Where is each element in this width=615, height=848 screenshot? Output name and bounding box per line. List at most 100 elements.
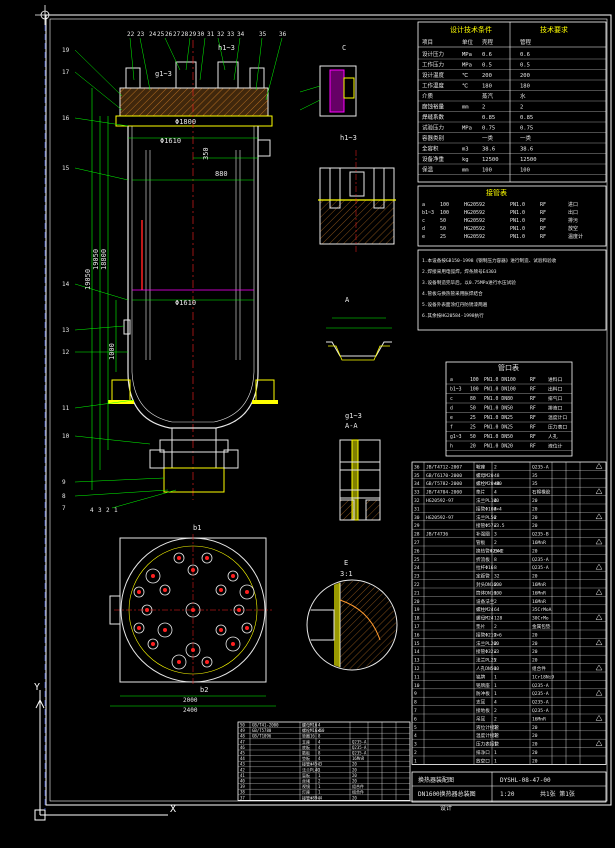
revision-triangle-icon [595,563,603,570]
part-cell: 2 [494,708,497,714]
spec-header: 壳程 [482,38,494,46]
part-cell: 27 [414,540,420,546]
part-cell: 人孔DN500 [476,665,499,672]
part-cell: 法兰PL100 [476,497,499,504]
part-cell: 螺母M20 [476,472,494,479]
tube-hole [215,624,227,636]
part-cell: Q235-A [532,691,549,697]
nozzle-cell: RF [530,396,536,402]
note-cell: PN1.0 [510,226,525,232]
nozzle-cell: PN1.0 DN20 [484,444,513,450]
note-cell: e [422,234,425,240]
part-cell: 3 [494,532,497,538]
part-cell: 20 [532,742,538,748]
part-cell: 4 [414,733,417,739]
part-cell: 筒体DN1600 [476,589,502,596]
lower-part-cell: GB/T1096 [252,734,272,739]
lower-part-cell: 50 [240,723,245,728]
tube-hole [147,638,159,650]
svg-text:b2: b2 [200,686,208,694]
part-cell: JB/T4712-2007 [426,464,462,470]
title-company: 设计 [440,804,452,812]
revision-triangle-icon [595,664,603,671]
part-cell: 垫片 [476,623,486,630]
note-cell: 进口 [568,201,578,208]
note-cell: RF [540,218,546,224]
spec-cell: ℃ [462,73,469,79]
nozzle-cell: PN1.0 DN25 [484,425,513,431]
revision-triangle-icon [595,538,603,545]
lower-part-cell: 46 [240,745,245,750]
part-cell: 法兰PL200 [476,640,499,647]
top-part-number: 22 [127,31,135,38]
part-cell: 18 [414,616,420,622]
tube-hole [239,584,255,600]
spec-cell: 180 [482,84,492,90]
part-cell: 4 [494,498,497,504]
spec-cell: MPa [462,52,472,58]
lower-part-cell: Q235-A [352,739,367,744]
part-cell: 35 [532,473,538,479]
note-line: 6.其余按HG20584-1998执行 [422,312,484,319]
lower-part-cell: 4 [318,745,321,750]
note-cell: HG20592 [464,218,485,224]
lower-part-cell: 盲板 [302,772,310,778]
part-cell: 法兰PL25 [476,657,496,664]
lower-part-cell: 2 [318,779,321,784]
note-cell: HG20592 [464,234,485,240]
lower-part-cell: 39 [240,784,245,789]
tube-hole [173,552,185,564]
left-part-number: 13 [62,327,70,334]
spec-cell: 0.85 [482,115,495,121]
nozzle-cell: 20 [470,444,476,450]
lower-part-cell: 40 [240,779,245,784]
revision-triangle-icon [595,588,603,595]
part-cell: 鞍座 [476,463,486,470]
top-part-number: 34 [237,31,245,38]
lower-part-cell: 47 [240,739,245,744]
spec-cell: 工作温度 [422,82,445,90]
part-cell: 补强圈 [476,531,490,538]
ucs-icon [34,690,168,821]
lower-part-cell: 20 [352,767,357,772]
note-cell: RF [540,234,546,240]
spec-cell: 工作压力 [422,61,444,69]
bottom-part-number: 2 [106,507,110,514]
note-cell: 排污 [568,217,578,224]
nozzle-cell: h [450,444,453,450]
lower-part-cell: 8 [318,734,321,739]
title-sub: DN1600换热器总装图 [418,790,476,798]
lower-part-cell: 1 [318,762,321,767]
lower-part-cell: 垫圈16 [302,733,315,739]
spec-cell: mm [462,168,469,174]
spec-cell: 2 [520,105,523,111]
dim-s1: 1000 [108,343,116,360]
note-cell: d [422,226,425,232]
part-cell: 金属包垫 [532,623,551,630]
part-cell: 128 [494,616,503,622]
nozzle-cell: 100 [470,377,479,383]
note-cell: 50 [440,218,446,224]
part-cell: Q235-A [532,565,549,571]
part-cell: 放空口 [476,757,490,764]
nozzle-cell: 出料口 [548,386,563,393]
svg-text:接管表: 接管表 [486,188,507,197]
part-cell: 接管Φ219×6 [476,631,502,638]
spec-cell: 试验压力 [422,124,444,132]
nozzle-cell: 人孔 [548,433,558,440]
part-cell: 14 [414,649,420,655]
part-cell: 2 [494,641,497,647]
part-cell: 21 [414,590,420,596]
dim-h3: 19050 [84,269,92,290]
nozzle-cell: 100 [470,387,479,393]
drawing-border [45,14,612,806]
top-part-number: 32 [217,31,225,38]
part-cell: 接地板 [476,707,490,714]
tube-hole-center [151,574,155,578]
lower-part-cell: GB/T41-2000 [252,723,279,728]
lower-part-cell: 20 [352,773,357,778]
part-cell: Q235-B [532,532,549,538]
nozzle-cell: e [450,416,453,421]
part-cell: 20 [532,548,538,554]
